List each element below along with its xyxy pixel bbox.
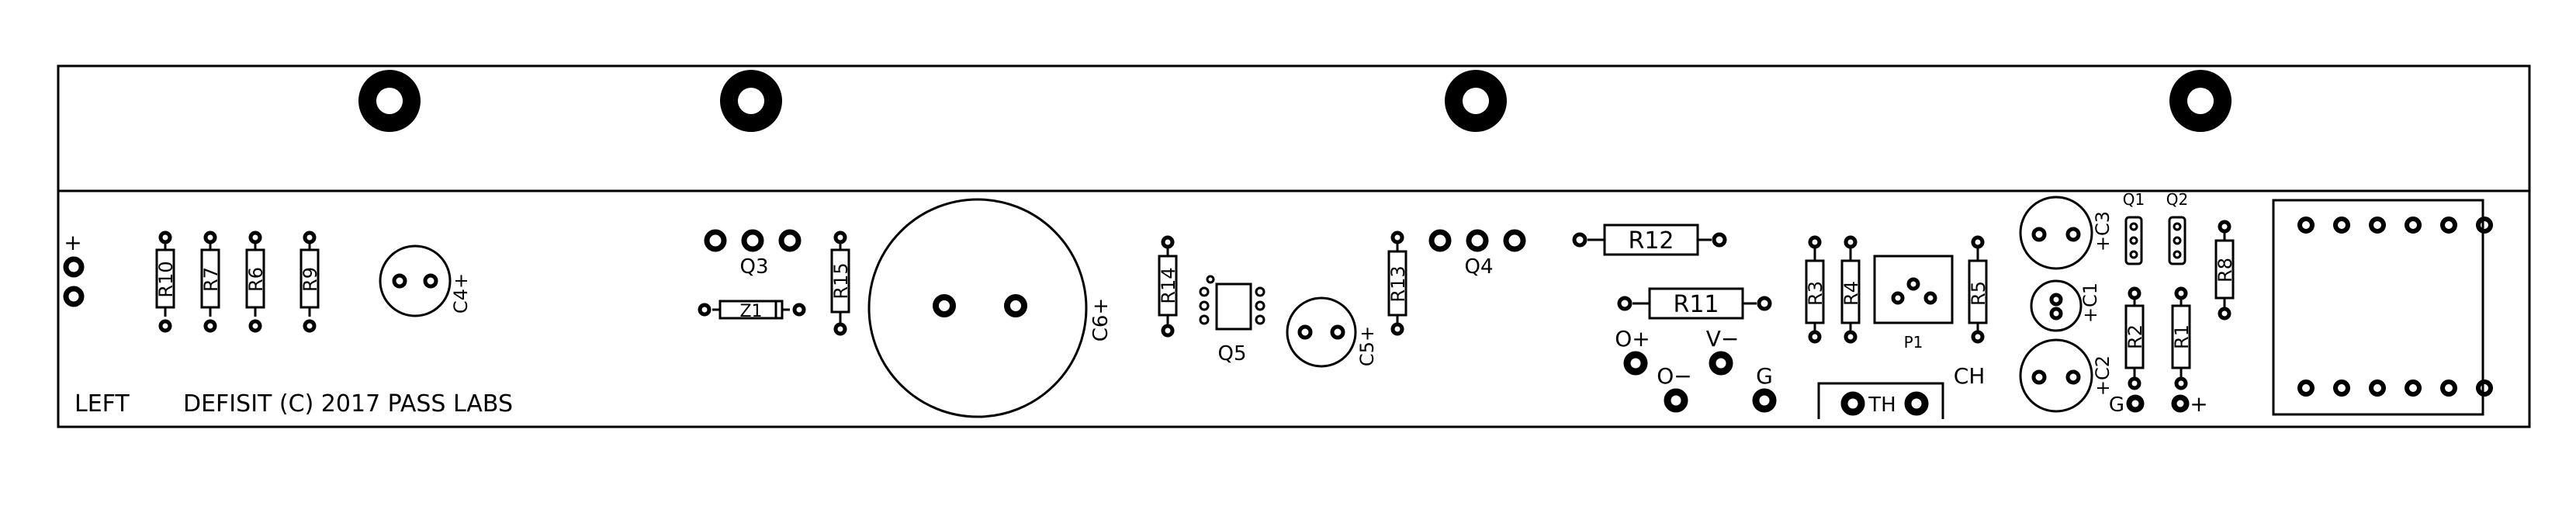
c3-label: +C3 bbox=[2092, 211, 2114, 251]
th-pad bbox=[1840, 391, 1865, 416]
connector-block bbox=[2272, 199, 2484, 416]
c4-capacitor bbox=[379, 244, 452, 317]
p1-label: P1 bbox=[1904, 333, 1923, 352]
th-label: TH bbox=[1868, 393, 1896, 417]
r5-label: R5 bbox=[1968, 281, 1989, 306]
plus-right-label: + bbox=[2190, 391, 2207, 417]
q3-transistor bbox=[704, 229, 802, 252]
r6-label: R6 bbox=[245, 267, 267, 292]
r9-label: R9 bbox=[299, 267, 321, 292]
r2-label: R2 bbox=[2124, 324, 2146, 349]
r13-label: R13 bbox=[1387, 265, 1409, 302]
r12-resistor bbox=[1572, 224, 1727, 256]
q5-ic bbox=[1199, 275, 1265, 331]
c6-label: C6+ bbox=[1089, 298, 1113, 341]
plus-right-pad bbox=[2171, 394, 2190, 413]
q4-transistor bbox=[1428, 229, 1526, 252]
th-connector bbox=[1817, 382, 1944, 419]
c6-capacitor bbox=[867, 198, 1088, 418]
g-right-pad bbox=[2126, 394, 2145, 413]
o-plus-label: O+ bbox=[1615, 326, 1650, 352]
r15-label: R15 bbox=[830, 262, 852, 299]
r3-label: R3 bbox=[1805, 281, 1826, 306]
q2-label: Q2 bbox=[2166, 190, 2188, 209]
c2-label: +C2 bbox=[2092, 355, 2114, 396]
r7-label: R7 bbox=[200, 267, 222, 292]
r13-resistor bbox=[1387, 230, 1407, 336]
q5-label: Q5 bbox=[1217, 342, 1246, 366]
ch-label: CH bbox=[1954, 363, 1986, 389]
r15-resistor bbox=[830, 230, 850, 336]
resistor-group-left bbox=[155, 230, 320, 333]
c4-label: C4+ bbox=[450, 273, 472, 314]
r14-resistor bbox=[1158, 235, 1178, 338]
c1-capacitor bbox=[2030, 279, 2083, 332]
q3-label: Q3 bbox=[739, 255, 768, 279]
mounting-holes bbox=[358, 70, 2231, 132]
r14-label: R14 bbox=[1158, 267, 1179, 303]
input-pads bbox=[63, 256, 85, 307]
resistor-group-mid bbox=[1805, 235, 1988, 344]
ch-pad bbox=[1904, 391, 1929, 416]
footer-left-label: LEFT bbox=[74, 390, 130, 418]
q1-q2-transistors bbox=[2124, 216, 2186, 265]
p1-trimmer bbox=[1873, 255, 1954, 324]
c3-capacitor bbox=[2019, 196, 2093, 270]
connector-pads bbox=[2297, 217, 2493, 397]
o-minus-label: O− bbox=[1657, 363, 1692, 389]
c1-label: +C1 bbox=[2079, 282, 2101, 323]
g-right-label: G bbox=[2109, 393, 2124, 417]
q4-label: Q4 bbox=[1464, 255, 1493, 279]
resistor-group-right bbox=[2124, 220, 2235, 390]
q1-label: Q1 bbox=[2123, 190, 2145, 209]
r11-label: R11 bbox=[1673, 291, 1719, 318]
c2-capacitor bbox=[2019, 338, 2093, 413]
r1-label: R1 bbox=[2171, 324, 2193, 349]
v-minus-label: V− bbox=[1706, 326, 1740, 352]
output-pads bbox=[1623, 351, 1777, 413]
board-outline bbox=[57, 64, 2531, 428]
r10-label: R10 bbox=[155, 261, 177, 297]
c5-label: C5+ bbox=[1356, 326, 1378, 366]
c5-capacitor bbox=[1286, 296, 1357, 368]
r4-label: R4 bbox=[1840, 281, 1862, 306]
plus-label: + bbox=[64, 230, 81, 255]
r11-resistor bbox=[1617, 287, 1772, 320]
r8-label: R8 bbox=[2214, 258, 2236, 282]
z1-zener bbox=[698, 300, 806, 320]
r12-label: R12 bbox=[1628, 227, 1674, 255]
g-mid-label: G bbox=[1756, 363, 1773, 389]
footer-title: DEFISIT (C) 2017 PASS LABS bbox=[183, 390, 513, 418]
z1-label: Z1 bbox=[739, 302, 762, 321]
